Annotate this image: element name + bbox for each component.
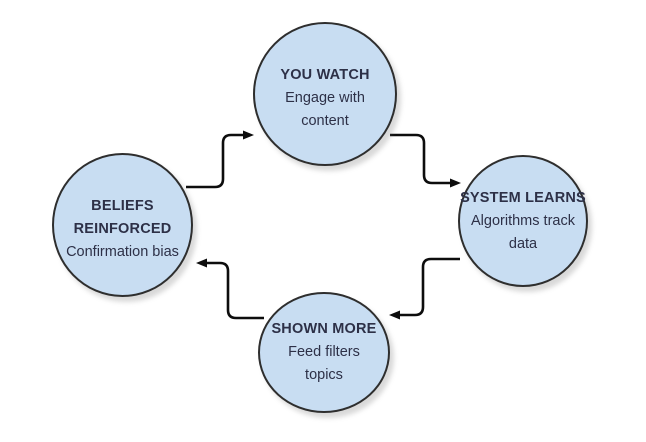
arrow-you-watch-to-system-learns xyxy=(390,133,461,188)
node-shown-more-subtitle: Feed filters topics xyxy=(288,344,360,383)
node-you-watch-subtitle: Engage with content xyxy=(285,89,365,129)
node-you-watch: YOU WATCH Engage with content xyxy=(253,22,397,166)
node-beliefs-reinforced: BELIEFS REINFORCED Confirmation bias xyxy=(52,153,193,297)
node-shown-more-title: SHOWN MORE xyxy=(271,321,377,337)
arrow-beliefs-to-you-watch xyxy=(186,130,254,189)
node-you-watch-title: YOU WATCH xyxy=(280,66,370,83)
node-shown-more: SHOWN MORE Feed filters topics xyxy=(258,292,390,413)
node-system-learns: SYSTEM LEARNS Algorithms track data xyxy=(458,155,588,287)
node-system-learns-title: SYSTEM LEARNS xyxy=(460,189,586,206)
node-system-learns-subtitle: Algorithms track data xyxy=(471,212,575,252)
arrow-shown-more-to-beliefs xyxy=(196,258,264,320)
node-beliefs-reinforced-subtitle: Confirmation bias xyxy=(66,243,179,260)
arrow-system-learns-to-shown-more xyxy=(389,257,460,320)
node-beliefs-reinforced-title: BELIEFS REINFORCED xyxy=(73,197,172,237)
